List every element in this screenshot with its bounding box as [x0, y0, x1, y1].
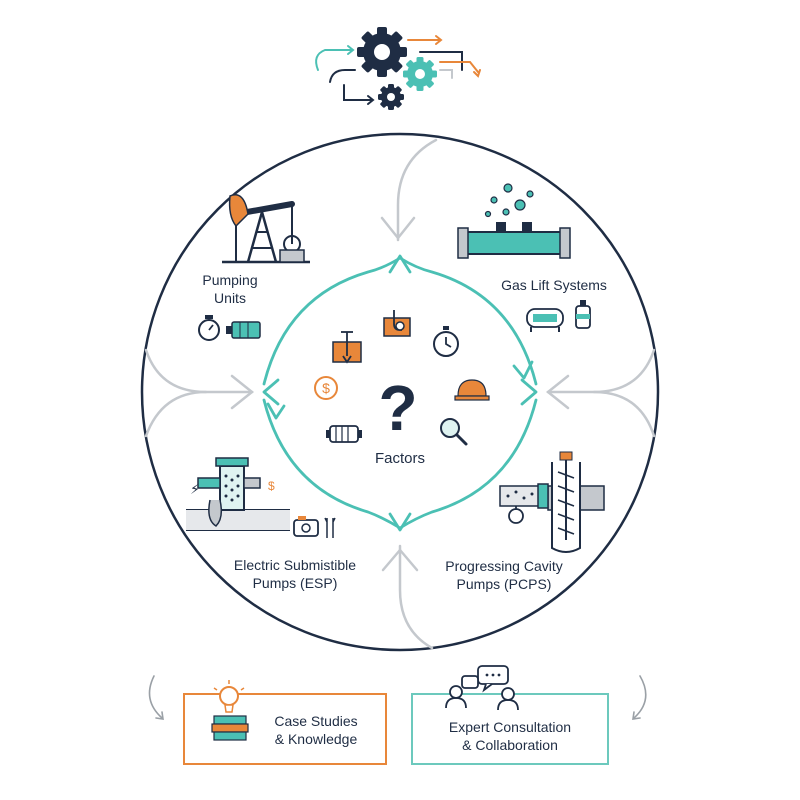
pumping-units-line2: Units [214, 290, 246, 306]
large-gear-icon [357, 27, 407, 77]
svg-text:⚡: ⚡ [190, 482, 200, 498]
svg-text:$: $ [268, 479, 275, 493]
pcp-line1: Progressing Cavity [445, 558, 563, 574]
pumpjack-icon [222, 194, 310, 264]
esp-line1: Electric Submistible [233, 557, 357, 573]
question-mark-icon: ? [378, 372, 417, 444]
expert-consultation-line2: & Collaboration [462, 737, 558, 753]
gears-header-icon [315, 27, 481, 110]
gas-lift-label: Gas Lift Systems [474, 276, 634, 294]
small-gear-icon [378, 84, 404, 110]
motor-factor-icon [326, 425, 362, 443]
gas-compressor-icon [526, 308, 564, 332]
case-studies-label: Case Studies & Knowledge [258, 712, 374, 748]
gas-cylinder-icon [575, 300, 591, 329]
case-studies-line2: & Knowledge [274, 731, 358, 747]
pumping-units-label: Pumping Units [170, 271, 290, 307]
esp-control-icon [293, 516, 319, 537]
expert-consultation-label: Expert Consultation & Collaboration [424, 718, 596, 754]
pumping-gauge-icon [198, 315, 220, 341]
dollar-factor-icon: $ [314, 376, 338, 400]
drill-factor-icon [383, 310, 411, 337]
quadrant-dividers [144, 138, 656, 650]
hard-hat-factor-icon [454, 379, 490, 401]
svg-text:$: $ [322, 380, 330, 396]
esp-line2: Pumps (ESP) [252, 575, 338, 591]
pumping-units-line1: Pumping [202, 272, 258, 288]
gas-lift-line1: Gas Lift Systems [501, 277, 607, 293]
case-studies-line1: Case Studies [274, 713, 358, 729]
inner-teal-cycle [262, 254, 538, 532]
esp-wrench-icon [324, 517, 336, 538]
lightbulb-books-icon [211, 680, 249, 741]
medium-gear-icon [403, 57, 437, 91]
expert-consultation-line1: Expert Consultation [448, 719, 572, 735]
magnifier-factor-icon [440, 418, 468, 446]
people-chat-icon [445, 665, 519, 711]
pcp-pump-icon [499, 451, 605, 553]
gas-lift-pipe-icon [457, 183, 571, 259]
outer-circle [140, 132, 660, 652]
bottom-side-arrows [148, 675, 647, 720]
stopwatch-factor-icon [433, 326, 459, 357]
esp-label: Electric Submistible Pumps (ESP) [210, 556, 380, 592]
pcp-label: Progressing Cavity Pumps (PCPS) [424, 557, 584, 593]
esp-pump-icon: ⚡ $ [186, 457, 290, 531]
pcp-line2: Pumps (PCPS) [456, 576, 552, 592]
pumping-motor-icon [226, 321, 261, 339]
oil-well-factor-icon [332, 331, 362, 364]
center-label: Factors [374, 450, 425, 467]
flow-arrows [315, 35, 481, 105]
